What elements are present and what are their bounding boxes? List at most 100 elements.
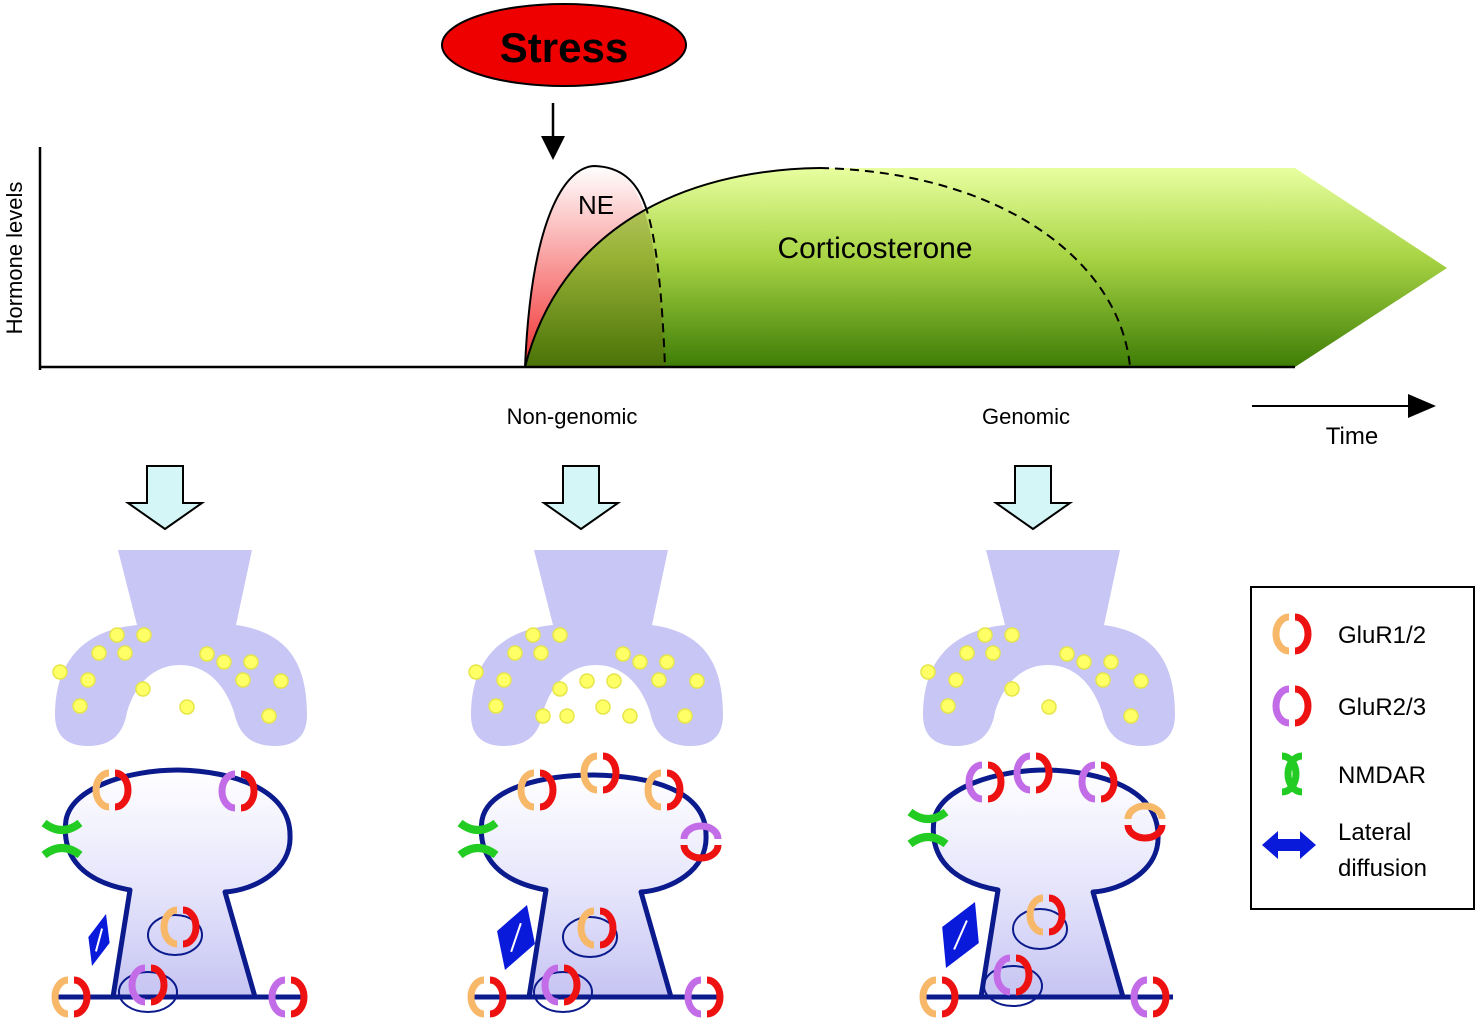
lateral-diffusion-arrow <box>497 905 535 970</box>
synaptic-vesicle <box>136 627 152 643</box>
glur12-receptor <box>1026 894 1066 936</box>
glur23-receptor <box>1078 761 1118 803</box>
receptor-left-subunit <box>1078 761 1096 803</box>
legend-nmdar-icon <box>1281 752 1303 796</box>
synaptic-vesicle <box>135 681 151 697</box>
synaptic-vesicle <box>1004 627 1020 643</box>
receptor-right-subunit <box>240 770 258 812</box>
receptor-right-subunit <box>1294 685 1312 727</box>
synaptic-vesicle <box>488 698 504 714</box>
nmdar-upper <box>457 819 499 834</box>
non-genomic-label: Non-genomic <box>507 404 638 429</box>
receptor-right-subunit <box>1048 894 1066 936</box>
receptor-left-subunit <box>128 964 146 1006</box>
synaptic-vesicle <box>80 672 96 688</box>
down-arrow-3 <box>992 465 1074 531</box>
receptor-right-subunit <box>1124 824 1166 842</box>
glur12-receptor <box>517 769 557 811</box>
time-label: Time <box>1326 423 1378 450</box>
receptor-right-subunit <box>1035 752 1053 794</box>
receptor-left-subunit <box>467 976 485 1018</box>
legend-row-1: GluR1/2 <box>1272 613 1426 655</box>
endosome <box>562 916 618 958</box>
synaptic-vesicle <box>595 699 611 715</box>
synaptic-vesicle <box>273 673 289 689</box>
glur23-receptor <box>1130 976 1170 1018</box>
y-axis-label: Hormone levels <box>2 182 27 335</box>
receptor-left-subunit <box>680 822 722 840</box>
down-arrow-2 <box>540 465 622 531</box>
glur23-receptor <box>128 964 168 1006</box>
legend-label: NMDAR <box>1338 762 1426 789</box>
receptor-right-subunit <box>706 976 724 1018</box>
diffusion-arrow-inner <box>94 928 104 952</box>
synaptic-vesicle <box>1076 654 1092 670</box>
synaptic-vesicle <box>1103 654 1119 670</box>
lateral-diffusion-arrow <box>88 914 110 966</box>
synaptic-vesicle <box>940 698 956 714</box>
glur23-receptor <box>684 976 724 1018</box>
synaptic-vesicle <box>261 708 277 724</box>
receptor-right-subunit <box>602 752 620 794</box>
endosome <box>533 971 593 1013</box>
receptor-right-subunit <box>666 769 684 811</box>
receptor-left-subunit <box>1124 802 1166 820</box>
receptor-right-subunit <box>1015 954 1033 996</box>
legend-receptor-icon <box>1272 613 1312 655</box>
receptor-left-subunit <box>51 976 69 1018</box>
glur12-receptor <box>51 976 91 1018</box>
glur12-receptor <box>92 769 132 811</box>
synaptic-vesicle <box>117 645 133 661</box>
synaptic-vesicle <box>1123 708 1139 724</box>
nmdar-receptor <box>41 819 83 859</box>
legend-nmdar-right <box>1284 752 1303 796</box>
synaptic-vesicle <box>243 654 259 670</box>
synaptic-vesicle <box>91 645 107 661</box>
synaptic-vesicle <box>651 672 667 688</box>
receptor-left-subunit <box>160 906 178 948</box>
synaptic-vesicle <box>659 654 675 670</box>
nmdar-receptor <box>457 819 499 859</box>
receptor-left-subunit <box>268 976 286 1018</box>
legend-label: GluR1/2 <box>1338 622 1426 649</box>
legend-diffusion-icon <box>1262 831 1316 859</box>
receptor-left-subunit <box>1130 976 1148 1018</box>
glur12-receptor <box>919 976 959 1018</box>
synaptic-vesicle <box>985 645 1001 661</box>
synaptic-vesicle <box>552 627 568 643</box>
receptor-right-subunit <box>539 769 557 811</box>
synaptic-vesicle <box>1133 673 1149 689</box>
panel-non-genomic <box>457 550 724 1018</box>
synaptic-vesicle <box>496 672 512 688</box>
synaptic-vesicle <box>109 627 125 643</box>
receptor-left-subunit <box>541 964 559 1006</box>
synaptic-vesicle <box>525 627 541 643</box>
receptor-right-subunit <box>941 976 959 1018</box>
ne-label: NE <box>578 190 614 220</box>
legend-row-3: NMDAR <box>1281 752 1426 796</box>
synaptic-vesicle <box>959 645 975 661</box>
synaptic-vesicle <box>1041 699 1057 715</box>
glur12-receptor <box>467 976 507 1018</box>
presynaptic-shape <box>55 550 307 746</box>
dendritic-spine <box>923 767 1173 1000</box>
synaptic-vesicle <box>920 664 936 680</box>
lateral-diffusion-arrow <box>942 902 979 968</box>
synaptic-vesicle <box>235 672 251 688</box>
panel-baseline <box>41 550 308 1018</box>
stress-label: Stress <box>500 24 628 71</box>
corticosterone-area <box>525 168 1447 367</box>
endosome <box>147 914 203 956</box>
glur23-receptor <box>268 976 308 1018</box>
receptor-left-subunit <box>1013 752 1031 794</box>
synaptic-vesicle <box>507 645 523 661</box>
synaptic-vesicle <box>533 645 549 661</box>
glur12-receptor <box>160 906 200 948</box>
synaptic-vesicle <box>535 708 551 724</box>
synaptic-vesicle <box>552 681 568 697</box>
receptor-left-subunit <box>577 907 595 949</box>
synaptic-vesicle <box>632 654 648 670</box>
presynaptic-terminal <box>55 550 307 746</box>
nmdar-upper <box>907 808 949 823</box>
